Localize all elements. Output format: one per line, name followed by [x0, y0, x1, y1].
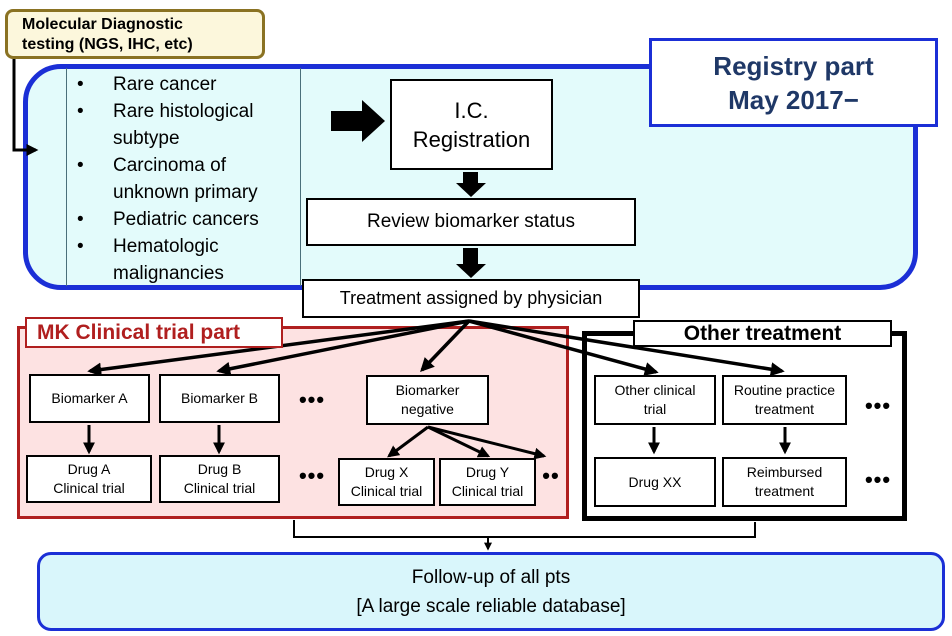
molecular-line1: Molecular Diagnostic: [22, 16, 183, 33]
ic-registration-box: I.C. Registration: [390, 79, 553, 170]
drug-b-box: Drug B Clinical trial: [159, 455, 280, 503]
other-row1-ellipsis: •••: [864, 393, 892, 418]
drug-a-line1: Drug A: [67, 461, 111, 477]
routine-practice-box: Routine practice treatment: [722, 375, 847, 425]
mk-clinical-trial-label: MK Clinical trial part: [25, 317, 283, 348]
drug-y-box: Drug Y Clinical trial: [439, 458, 536, 506]
drug-x-line1: Drug X: [364, 464, 409, 480]
review-to-treatment-arrow: [456, 248, 486, 278]
other-treatment-label: Other treatment: [633, 320, 892, 347]
ic-to-review-arrow: [456, 172, 486, 197]
molecular-diagnostic-box: Molecular Diagnostic testing (NGS, IHC, …: [5, 9, 265, 59]
drug-b-line2: Clinical trial: [183, 480, 256, 496]
reimbursed-line2: treatment: [754, 483, 815, 499]
molecular-line2: testing (NGS, IHC, etc): [22, 36, 193, 53]
drug-b-line1: Drug B: [197, 461, 242, 477]
eligibility-criteria: Rare cancerRare histological subtypeCarc…: [66, 68, 301, 286]
other-clinical-line2: trial: [643, 401, 667, 417]
drug-xx-label: Drug XX: [628, 473, 682, 490]
bracket-to-followup: [293, 520, 756, 538]
reimbursed-line1: Reimbursed: [746, 464, 823, 480]
other-clinical-line1: Other clinical: [614, 382, 696, 398]
mk-drug-ellipsis: ••: [542, 463, 560, 488]
criteria-item: Carcinoma of unknown primary: [77, 152, 300, 206]
treatment-assigned-box: Treatment assigned by physician: [302, 279, 640, 318]
followup-box: Follow-up of all pts [A large scale reli…: [37, 552, 945, 631]
biomarker-b-box: Biomarker B: [159, 374, 280, 423]
criteria-list: Rare cancerRare histological subtypeCarc…: [77, 71, 300, 287]
other-clinical-trial-box: Other clinical trial: [594, 375, 716, 425]
criteria-item: Rare histological subtype: [77, 98, 300, 152]
registry-title: Registry part: [713, 50, 874, 81]
reimbursed-treatment-box: Reimbursed treatment: [722, 457, 847, 507]
biomarker-a-box: Biomarker A: [29, 374, 150, 423]
biomarker-negative-line1: Biomarker: [395, 382, 460, 398]
criteria-item: Hematologic malignancies: [77, 233, 300, 287]
drug-y-line1: Drug Y: [465, 464, 510, 480]
drug-xx-box: Drug XX: [594, 457, 716, 507]
ic-line2: Registration: [412, 126, 531, 152]
criteria-to-ic-arrow: [331, 100, 385, 142]
drug-a-box: Drug A Clinical trial: [26, 455, 152, 503]
other-row2-ellipsis: •••: [864, 467, 892, 492]
biomarker-b-label: Biomarker B: [180, 390, 259, 406]
registry-part-label: Registry part May 2017−: [649, 38, 938, 127]
biomarker-negative-line2: negative: [401, 401, 454, 417]
ic-line1: I.C.: [454, 97, 489, 123]
followup-line2: [A large scale reliable database]: [356, 595, 626, 617]
biomarker-a-label: Biomarker A: [51, 390, 128, 406]
criteria-item: Rare cancer: [77, 71, 300, 98]
routine-practice-line1: Routine practice: [733, 382, 836, 398]
review-biomarker-box: Review biomarker status: [306, 198, 636, 246]
mk-row1-ellipsis: •••: [298, 387, 326, 412]
drug-x-box: Drug X Clinical trial: [338, 458, 435, 506]
molecular-to-registry-arrow: [12, 58, 39, 156]
drug-y-line2: Clinical trial: [451, 483, 524, 499]
followup-line1: Follow-up of all pts: [411, 566, 571, 588]
mk-row2-ellipsis: •••: [298, 463, 326, 488]
biomarker-negative-box: Biomarker negative: [366, 375, 489, 425]
drug-x-line2: Clinical trial: [350, 483, 423, 499]
drug-a-line2: Clinical trial: [53, 480, 125, 496]
routine-practice-line2: treatment: [754, 401, 815, 417]
registry-date: May 2017−: [728, 84, 859, 115]
criteria-item: Pediatric cancers: [77, 206, 300, 233]
